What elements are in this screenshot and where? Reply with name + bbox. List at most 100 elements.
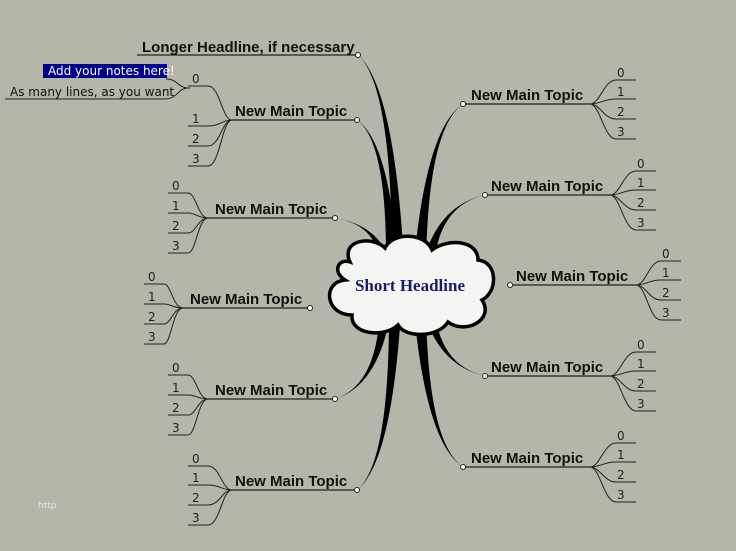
notes-branch[interactable]: Add your notes here! As many lines, as yo…: [5, 64, 190, 100]
subtopic[interactable]: 3: [188, 489, 233, 526]
subtopic-label[interactable]: 2: [637, 196, 645, 210]
subtopic-label[interactable]: 1: [662, 266, 670, 280]
subtopic[interactable]: 2: [589, 466, 636, 483]
subtopic[interactable]: 2: [635, 284, 681, 301]
subtopic-label[interactable]: 0: [172, 179, 180, 193]
subtopic-label[interactable]: 3: [662, 306, 670, 320]
subtopic[interactable]: 2: [168, 398, 209, 416]
topic-label[interactable]: New Main Topic: [516, 268, 628, 285]
subtopic[interactable]: 2: [144, 307, 184, 325]
subtopic[interactable]: 2: [168, 217, 209, 234]
subtopic[interactable]: 3: [168, 398, 209, 436]
subtopic-label[interactable]: 0: [617, 66, 625, 80]
subtopic[interactable]: 0: [188, 72, 233, 121]
subtopic[interactable]: 0: [168, 179, 209, 219]
subtopic[interactable]: 3: [168, 217, 209, 254]
subtopic-label[interactable]: 3: [148, 330, 156, 344]
subtopic-label[interactable]: 3: [617, 125, 625, 139]
subtopic-label[interactable]: 2: [617, 468, 625, 482]
subtopic-label[interactable]: 1: [192, 112, 200, 126]
subtopic-label[interactable]: 0: [192, 72, 200, 86]
node-handle[interactable]: [460, 101, 466, 107]
main-topic-6[interactable]: New Main Topic 0 12 3: [460, 66, 637, 140]
subtopic[interactable]: 1: [609, 357, 656, 377]
subtopic-label[interactable]: 1: [617, 448, 625, 462]
subtopic[interactable]: 0: [589, 66, 636, 105]
subtopic-label[interactable]: 3: [617, 488, 625, 502]
subtopic-label[interactable]: 1: [637, 357, 645, 371]
central-cloud[interactable]: [328, 234, 496, 337]
main-topic-7[interactable]: New Main Topic 0 1 2 3: [482, 157, 657, 231]
topic-label[interactable]: New Main Topic: [471, 450, 583, 467]
subtopic-label[interactable]: 1: [192, 471, 200, 485]
topic-label[interactable]: New Main Topic: [491, 178, 603, 195]
headline-label[interactable]: Longer Headline, if necessary: [142, 39, 355, 56]
subtopic-label[interactable]: 1: [172, 199, 180, 213]
subtopic-label[interactable]: 0: [192, 452, 200, 466]
central-topic-label[interactable]: Short Headline: [355, 276, 465, 295]
node-handle[interactable]: [507, 282, 513, 288]
subtopic[interactable]: 1: [589, 448, 636, 468]
subtopic[interactable]: 0: [168, 361, 209, 400]
subtopic-label[interactable]: 3: [192, 511, 200, 525]
subtopic[interactable]: 2: [589, 103, 636, 120]
subtopic-label[interactable]: 2: [637, 377, 645, 391]
note-line-text[interactable]: As many lines, as you want: [10, 85, 174, 99]
node-handle[interactable]: [354, 487, 360, 493]
node-handle[interactable]: [332, 215, 338, 221]
subtopic-label[interactable]: 0: [172, 361, 180, 375]
note-highlight-text[interactable]: Add your notes here!: [48, 64, 175, 78]
node-handle[interactable]: [354, 117, 360, 123]
subtopic-label[interactable]: 0: [637, 157, 645, 171]
subtopic-label[interactable]: 0: [637, 338, 645, 352]
topic-label[interactable]: New Main Topic: [190, 291, 302, 308]
node-handle[interactable]: [307, 305, 313, 311]
subtopic[interactable]: 1: [635, 266, 681, 286]
subtopic-label[interactable]: 3: [637, 216, 645, 230]
main-topic-5[interactable]: New Main Topic 0 1 2 3: [188, 452, 360, 526]
subtopic-label[interactable]: 2: [192, 132, 200, 146]
subtopic-label[interactable]: 3: [637, 397, 645, 411]
subtopic[interactable]: 1: [589, 85, 636, 105]
subtopic-label[interactable]: 1: [148, 290, 156, 304]
subtopic[interactable]: 2: [609, 375, 656, 392]
subtopic[interactable]: 3: [609, 375, 656, 412]
node-handle[interactable]: [332, 396, 338, 402]
subtopic[interactable]: 0: [609, 157, 656, 196]
subtopic[interactable]: 3: [589, 466, 636, 503]
subtopic-label[interactable]: 0: [617, 429, 625, 443]
subtopic-label[interactable]: 1: [172, 381, 180, 395]
subtopic[interactable]: 3: [609, 194, 656, 231]
topic-label[interactable]: New Main Topic: [491, 359, 603, 376]
subtopic[interactable]: 3: [589, 103, 636, 140]
node-handle[interactable]: [355, 52, 361, 58]
node-handle[interactable]: [460, 464, 466, 470]
main-topic-9[interactable]: New Main Topic 0 1 2 3: [482, 338, 657, 412]
subtopic[interactable]: 0: [188, 452, 233, 491]
topic-label[interactable]: New Main Topic: [235, 473, 347, 490]
subtopic[interactable]: 2: [609, 194, 656, 211]
subtopic-label[interactable]: 3: [172, 239, 180, 253]
node-handle[interactable]: [482, 192, 488, 198]
topic-label[interactable]: New Main Topic: [215, 382, 327, 399]
main-topic-10[interactable]: New Main Topic 0 1 2 3: [460, 429, 637, 503]
headline-branch[interactable]: Longer Headline, if necessary: [137, 39, 361, 58]
main-topic-3[interactable]: New Main Topic 01 2 3: [144, 270, 313, 345]
subtopic[interactable]: 0: [609, 338, 656, 377]
subtopic-label[interactable]: 2: [148, 310, 156, 324]
subtopic[interactable]: 1: [609, 176, 656, 196]
subtopic-label[interactable]: 3: [172, 421, 180, 435]
subtopic-label[interactable]: 2: [172, 219, 180, 233]
main-topic-2[interactable]: New Main Topic 0 1 2 3: [168, 179, 338, 254]
node-handle[interactable]: [482, 373, 488, 379]
subtopic[interactable]: 0: [144, 270, 184, 309]
main-topic-4[interactable]: New Main Topic 0 1 2 3: [168, 361, 338, 436]
subtopic-label[interactable]: 1: [637, 176, 645, 190]
topic-label[interactable]: New Main Topic: [215, 201, 327, 218]
subtopic-label[interactable]: 2: [192, 491, 200, 505]
topic-label[interactable]: New Main Topic: [235, 103, 347, 120]
subtopic-label[interactable]: 2: [617, 105, 625, 119]
topic-label[interactable]: New Main Topic: [471, 87, 583, 104]
